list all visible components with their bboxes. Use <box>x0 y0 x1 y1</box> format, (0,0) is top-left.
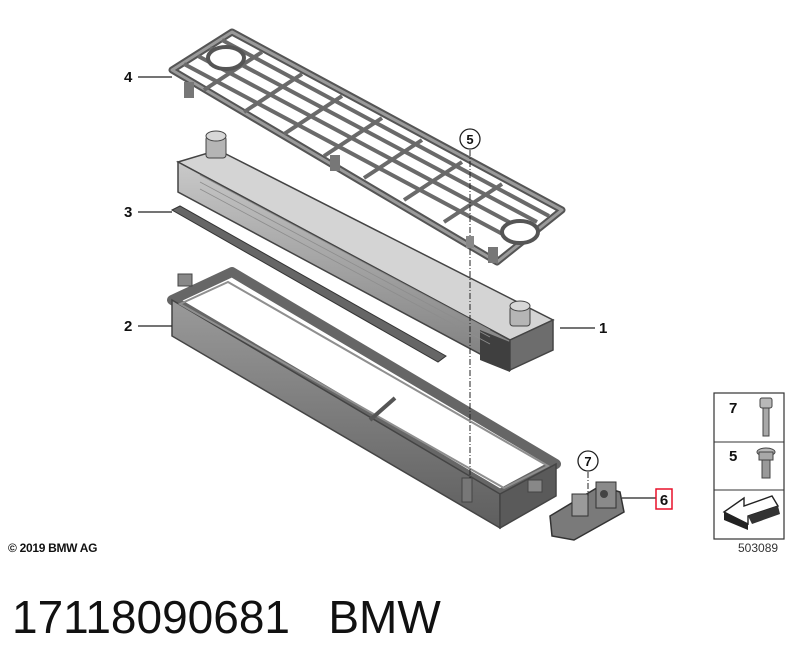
callout-7-circle <box>577 450 599 472</box>
callout-1: 1 <box>599 320 607 337</box>
legend-number-7: 7 <box>729 400 737 417</box>
assembly-axis <box>469 150 589 496</box>
callout-6: 6 <box>660 492 668 509</box>
callout-6-highlight <box>655 488 673 510</box>
part-number: 17118090681 <box>12 591 290 643</box>
fastener-legend: 7 5 <box>713 392 785 540</box>
mounting-bracket <box>549 481 625 541</box>
arrow-shim-icon <box>722 495 780 530</box>
screw-icon <box>756 447 776 479</box>
callout-3: 3 <box>124 204 132 221</box>
leader-lines <box>138 76 656 499</box>
legend-number-5: 5 <box>729 448 737 465</box>
callout-5: 5 <box>466 132 473 147</box>
copyright-notice: © 2019 BMW AG <box>8 541 98 555</box>
bolt-icon <box>759 397 773 437</box>
lower-tray <box>167 267 561 530</box>
brand-name: BMW <box>328 591 441 643</box>
callout-5-circle <box>459 128 481 150</box>
callout-7: 7 <box>584 454 591 469</box>
callout-4: 4 <box>124 69 133 86</box>
seal-strip <box>170 205 447 363</box>
diagram-id: 503089 <box>738 541 779 555</box>
grille-frame <box>168 28 566 266</box>
part-title: 17118090681 BMW <box>12 590 441 644</box>
callout-2: 2 <box>124 318 132 335</box>
radiator-core <box>176 130 555 372</box>
screw-marker <box>466 236 474 248</box>
